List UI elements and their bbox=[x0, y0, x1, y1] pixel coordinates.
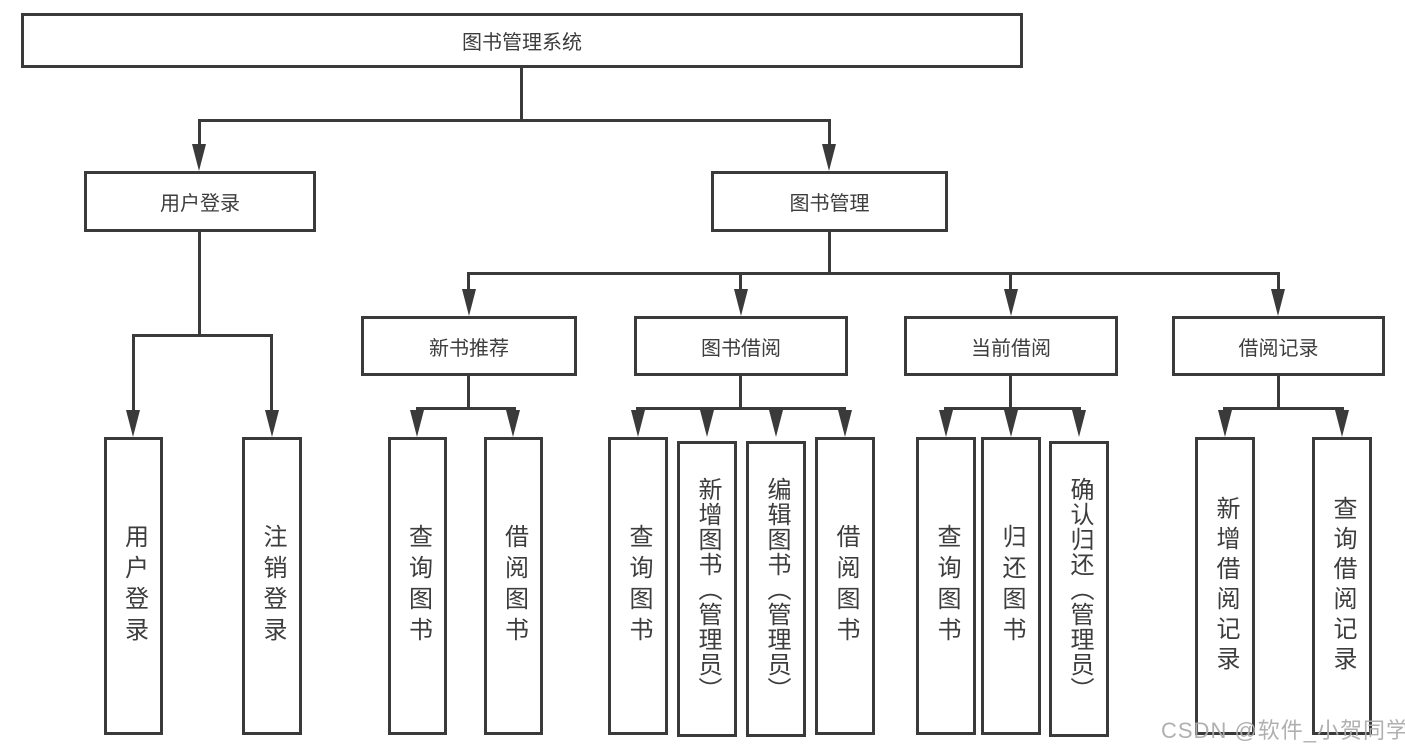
node-label: 图书管理系统 bbox=[462, 32, 582, 54]
leaf-user-login: 用户登录 bbox=[104, 437, 163, 735]
node-book-management: 图书管理 bbox=[711, 171, 948, 232]
leaf-query-books-current: 查询图书 bbox=[916, 437, 976, 735]
connector-line bbox=[416, 407, 516, 410]
arrow-down-icon bbox=[769, 410, 783, 437]
arrow-down-icon bbox=[631, 410, 645, 437]
arrow-down-icon bbox=[1335, 410, 1349, 437]
node-label: 用户登录 bbox=[160, 193, 240, 215]
leaf-label: 查询借阅记录 bbox=[1329, 496, 1356, 676]
connector-line bbox=[739, 376, 742, 410]
node-new-book-recommendation: 新书推荐 bbox=[361, 316, 577, 376]
arrow-down-icon bbox=[939, 410, 953, 437]
node-user-login: 用户登录 bbox=[84, 171, 316, 232]
connector-line bbox=[198, 119, 201, 151]
connector-line bbox=[1009, 376, 1012, 410]
arrow-down-icon bbox=[734, 289, 748, 316]
leaf-add-borrow-record: 新增借阅记录 bbox=[1195, 437, 1255, 735]
leaf-label: 注销登录 bbox=[259, 524, 286, 648]
leaf-label: 借阅图书 bbox=[500, 524, 528, 648]
node-current-borrowing: 当前借阅 bbox=[904, 316, 1118, 376]
leaf-label: 确认归还（管理员） bbox=[1066, 476, 1093, 702]
arrow-down-icon bbox=[410, 410, 424, 437]
leaf-label: 新增图书（管理员） bbox=[694, 476, 721, 702]
node-label: 借阅记录 bbox=[1238, 337, 1319, 360]
connector-line bbox=[467, 272, 1280, 275]
csdn-watermark: CSDN @软件_小贺同学 bbox=[1161, 718, 1405, 743]
leaf-label: 新增借阅记录 bbox=[1212, 496, 1239, 676]
leaf-label: 查询图书 bbox=[933, 524, 960, 648]
leaf-return-books: 归还图书 bbox=[981, 437, 1041, 735]
node-label: 新书推荐 bbox=[429, 337, 509, 360]
connector-line bbox=[270, 334, 273, 412]
arrow-down-icon bbox=[506, 410, 520, 437]
leaf-query-borrow-record: 查询借阅记录 bbox=[1312, 437, 1372, 735]
leaf-label: 归还图书 bbox=[998, 524, 1025, 648]
leaf-confirm-return-admin: 确认归还（管理员） bbox=[1049, 441, 1109, 737]
leaf-label: 借阅图书 bbox=[832, 524, 859, 648]
connector-line bbox=[198, 119, 831, 122]
arrow-down-icon bbox=[700, 410, 714, 437]
connector-line bbox=[198, 232, 201, 337]
arrow-down-icon bbox=[126, 410, 140, 437]
connector-line bbox=[1009, 272, 1012, 294]
arrow-down-icon bbox=[822, 144, 836, 171]
leaf-add-books-admin: 新增图书（管理员） bbox=[677, 441, 737, 737]
leaf-label: 编辑图书（管理员） bbox=[763, 476, 790, 702]
leaf-label: 用户登录 bbox=[120, 524, 148, 648]
arrow-down-icon bbox=[265, 410, 279, 437]
leaf-query-books-borrowing: 查询图书 bbox=[608, 437, 668, 735]
node-label: 当前借阅 bbox=[971, 337, 1051, 360]
node-book-borrowing: 图书借阅 bbox=[634, 316, 848, 376]
leaf-logout: 注销登录 bbox=[242, 437, 302, 735]
connector-line bbox=[1223, 407, 1344, 410]
node-label: 图书借阅 bbox=[701, 337, 781, 360]
arrow-down-icon bbox=[1072, 410, 1086, 437]
connector-line bbox=[828, 119, 831, 151]
connector-line bbox=[132, 334, 273, 337]
node-label: 图书管理 bbox=[789, 193, 870, 215]
connector-line bbox=[467, 376, 470, 410]
leaf-borrow-books: 借阅图书 bbox=[815, 437, 875, 735]
arrow-down-icon bbox=[1004, 289, 1018, 316]
connector-line bbox=[1277, 376, 1280, 410]
connector-line bbox=[828, 232, 831, 275]
leaf-label: 查询图书 bbox=[404, 524, 432, 648]
arrow-down-icon bbox=[1271, 289, 1285, 316]
connector-line bbox=[467, 272, 470, 294]
connector-line bbox=[132, 334, 135, 412]
leaf-borrow-books-recommend: 借阅图书 bbox=[484, 437, 543, 735]
arrow-down-icon bbox=[1004, 410, 1018, 437]
connector-line bbox=[520, 68, 523, 122]
arrow-down-icon bbox=[192, 144, 206, 171]
connector-line bbox=[636, 407, 846, 410]
leaf-query-books-recommend: 查询图书 bbox=[388, 437, 447, 735]
connector-line bbox=[944, 407, 1081, 410]
arrow-down-icon bbox=[838, 410, 852, 437]
node-library-management-system: 图书管理系统 bbox=[21, 13, 1023, 68]
connector-line bbox=[1277, 272, 1280, 294]
node-borrowing-records: 借阅记录 bbox=[1172, 316, 1385, 376]
connector-line bbox=[739, 272, 742, 294]
arrow-down-icon bbox=[1218, 410, 1232, 437]
leaf-edit-books-admin: 编辑图书（管理员） bbox=[746, 441, 806, 737]
arrow-down-icon bbox=[462, 289, 476, 316]
leaf-label: 查询图书 bbox=[625, 524, 652, 648]
